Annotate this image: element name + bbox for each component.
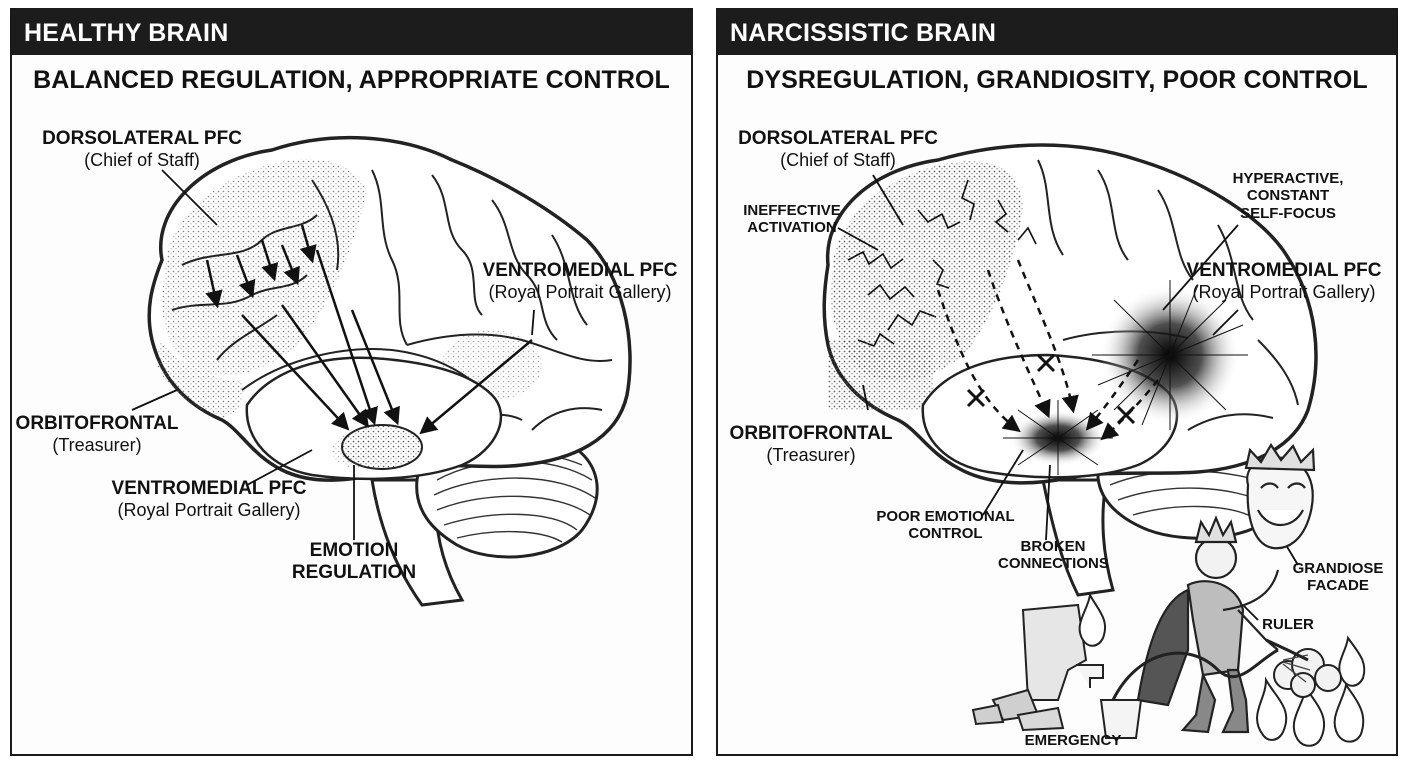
label-dlpfc: DORSOLATERAL PFC (Chief of Staff) bbox=[32, 128, 252, 171]
label-poor-control-line2: CONTROL bbox=[908, 525, 983, 543]
faucet-bucket-illustration bbox=[1076, 664, 1143, 739]
label-ofc: ORBITOFRONTAL (Treasurer) bbox=[726, 423, 896, 466]
narcissistic-brain-illustration bbox=[822, 143, 1366, 747]
label-ineffective-line2: ACTIVATION bbox=[747, 219, 837, 237]
label-hyperactive-line3: SELF-FOCUS bbox=[1240, 204, 1336, 222]
ofc-region bbox=[157, 340, 244, 418]
broken-link-x-marks bbox=[966, 353, 1136, 425]
label-emergency: EMERGENCY bbox=[1013, 732, 1133, 749]
panel-header-healthy: HEALTHY BRAIN bbox=[12, 10, 691, 55]
label-ineffective-line1: INEFFECTIVE bbox=[743, 202, 841, 219]
healthy-brain-panel: HEALTHY BRAIN BALANCED REGULATION, APPRO… bbox=[10, 8, 693, 756]
label-leader-lines bbox=[131, 169, 535, 540]
emotion-burst-rays bbox=[1003, 400, 1113, 475]
healthy-brain-illustration bbox=[131, 135, 632, 607]
label-facade-line2: FACADE bbox=[1307, 577, 1369, 595]
label-dlpfc-title: DORSOLATERAL PFC bbox=[738, 128, 938, 149]
panel-header-narcissistic: NARCISSISTIC BRAIN bbox=[718, 10, 1396, 55]
label-ofc-title: ORBITOFRONTAL bbox=[729, 423, 893, 444]
label-ofc: ORBITOFRONTAL (Treasurer) bbox=[12, 413, 182, 456]
label-ofc-role: (Treasurer) bbox=[52, 434, 142, 455]
label-vmpfc-bottom: VENTROMEDIAL PFC (Royal Portrait Gallery… bbox=[94, 478, 324, 521]
hose bbox=[1111, 648, 1279, 701]
ruler-king-figure bbox=[1136, 515, 1309, 734]
label-emotion-regulation: EMOTION REGULATION bbox=[284, 540, 424, 584]
label-vmpfc: VENTROMEDIAL PFC (Royal Portrait Gallery… bbox=[1174, 260, 1394, 303]
label-dlpfc: DORSOLATERAL PFC (Chief of Staff) bbox=[728, 128, 948, 171]
regulation-arrows bbox=[205, 224, 533, 435]
label-hyperactive-self-focus: HYPERACTIVE, CONSTANT SELF-FOCUS bbox=[1218, 170, 1358, 222]
label-broken-connections: BROKEN CONNECTIONS bbox=[998, 538, 1109, 573]
panel-subtitle-healthy: BALANCED REGULATION, APPROPRIATE CONTROL bbox=[33, 66, 670, 94]
label-dlpfc-role: (Chief of Staff) bbox=[84, 149, 200, 170]
label-ofc-role: (Treasurer) bbox=[766, 444, 856, 465]
label-vmpfc-role: (Royal Portrait Gallery) bbox=[1192, 281, 1376, 302]
smoke-cloud bbox=[1273, 648, 1342, 698]
label-vmpfc-top-title: VENTROMEDIAL PFC bbox=[482, 260, 678, 281]
label-hyperactive-line2: CONSTANT bbox=[1246, 187, 1330, 205]
label-ineffective-activation: INEFFECTIVE ACTIVATION bbox=[732, 202, 852, 237]
label-emotion-line2: REGULATION bbox=[291, 561, 417, 583]
label-broken-line1: BROKEN bbox=[1020, 538, 1086, 555]
label-poor-control-line1: POOR EMOTIONAL bbox=[876, 508, 1015, 525]
label-vmpfc-bottom-title: VENTROMEDIAL PFC bbox=[111, 478, 307, 499]
label-emotion-line1: EMOTION bbox=[309, 540, 399, 561]
label-poor-emotional-control: POOR EMOTIONAL CONTROL bbox=[868, 508, 1023, 543]
label-vmpfc-title: VENTROMEDIAL PFC bbox=[1186, 260, 1382, 281]
vmpfc-burst-rays bbox=[1092, 280, 1248, 430]
label-hyperactive-line1: HYPERACTIVE, bbox=[1232, 170, 1344, 187]
brainstem-shape bbox=[1041, 478, 1115, 597]
label-ruler: RULER bbox=[1253, 616, 1323, 633]
label-dlpfc-role: (Chief of Staff) bbox=[780, 149, 896, 170]
label-emergency-text: EMERGENCY bbox=[1024, 732, 1122, 749]
narcissistic-brain-panel: NARCISSISTIC BRAIN DYSREGULATION, GRANDI… bbox=[716, 8, 1398, 756]
dlpfc-chaotic-region bbox=[830, 161, 1023, 382]
label-grandiose-facade: GRANDIOSE FACADE bbox=[1288, 560, 1388, 595]
label-ofc-title: ORBITOFRONTAL bbox=[15, 413, 179, 434]
label-facade-line1: GRANDIOSE bbox=[1292, 560, 1384, 577]
label-vmpfc-top-role: (Royal Portrait Gallery) bbox=[488, 281, 672, 302]
flame-icons bbox=[1078, 591, 1366, 747]
broken-wall-illustration bbox=[971, 603, 1088, 732]
label-ruler-text: RULER bbox=[1262, 616, 1314, 633]
panel-subtitle-narcissistic: DYSREGULATION, GRANDIOSITY, POOR CONTROL bbox=[746, 66, 1368, 94]
water-spray bbox=[1282, 654, 1311, 683]
label-vmpfc-bottom-role: (Royal Portrait Gallery) bbox=[117, 499, 301, 520]
ofc-hatched-region bbox=[828, 340, 933, 410]
label-dlpfc-title: DORSOLATERAL PFC bbox=[42, 128, 242, 149]
grandiose-mask bbox=[1244, 442, 1316, 550]
label-broken-line2: CONNECTIONS bbox=[998, 555, 1109, 573]
label-vmpfc-top: VENTROMEDIAL PFC (Royal Portrait Gallery… bbox=[470, 260, 690, 303]
